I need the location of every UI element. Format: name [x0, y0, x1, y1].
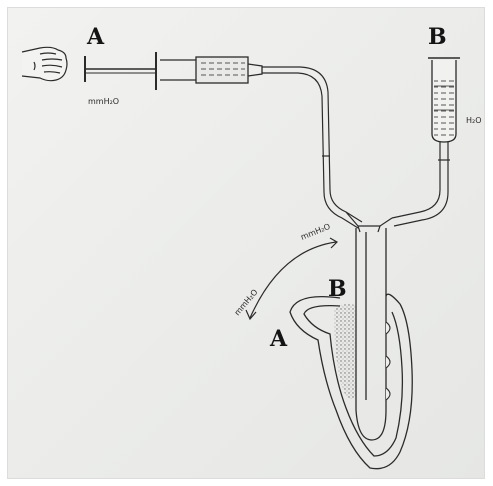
measurement-arc [246, 238, 337, 319]
stippled-cuff [334, 304, 356, 399]
syringe-label-a: A [86, 24, 105, 50]
syringe [85, 52, 262, 90]
y-junction [346, 212, 392, 232]
reservoir-tube [428, 58, 460, 142]
endotracheal-tube [356, 228, 386, 440]
syringe-tube [262, 67, 362, 228]
fist-icon [22, 47, 67, 80]
cuff-bumps [386, 322, 390, 400]
syringe-unit-label: mmH₂O [88, 97, 119, 106]
reservoir-label-b: B [428, 24, 447, 50]
reservoir-unit-label: H₂O [466, 116, 482, 125]
arc-unit-upper: mmH₂O [299, 222, 331, 242]
cuff-label-a: A [269, 326, 288, 352]
cuff-label-b: B [328, 276, 347, 302]
reservoir-line [392, 142, 450, 226]
